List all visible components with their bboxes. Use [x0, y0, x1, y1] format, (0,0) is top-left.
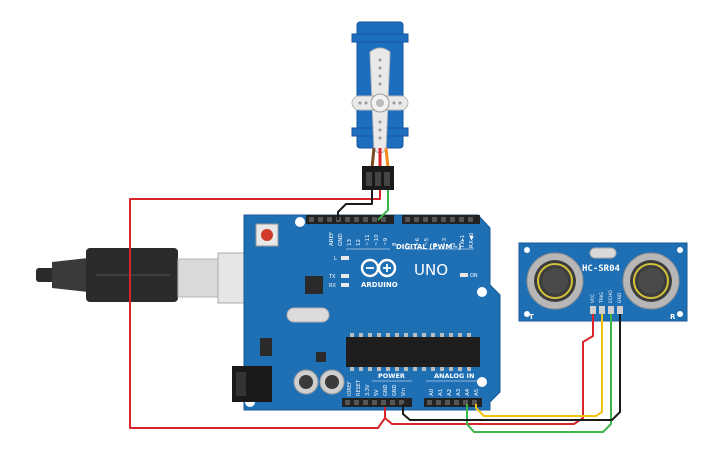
brand-label: ARDUINO — [361, 281, 398, 289]
usb-cable-boot — [52, 258, 88, 292]
sensor-model-label: HC-SR04 — [582, 264, 621, 274]
pin-label: Vin — [401, 388, 407, 396]
pin-label: A1 — [438, 389, 444, 396]
wire-servo-ground — [337, 190, 373, 220]
arduino-logo — [360, 258, 397, 278]
servo-flange-top — [351, 33, 409, 43]
mount-hole — [295, 217, 305, 227]
digital-pin-labels: AREF GND 13 12 ~11 ~10 ~9 8 7 ~6 ~5 4 ~3… — [329, 232, 475, 249]
usb-cable — [36, 248, 257, 304]
pin-label: A4 — [465, 388, 471, 396]
receiver-mark: R — [670, 313, 676, 321]
led-l — [341, 256, 349, 260]
pin-label: ~10 — [374, 234, 380, 246]
led-on-label: ON — [470, 273, 478, 279]
small-chip — [316, 352, 326, 362]
pin-label: 5V — [374, 389, 380, 396]
pin-label: ~3 — [442, 237, 448, 246]
pin-label: VCC — [590, 294, 596, 303]
pin-label: ~5 — [424, 237, 430, 246]
pin-label: TRIG — [599, 292, 605, 304]
led-l-label: L — [334, 256, 337, 262]
reset-button-cap — [261, 229, 273, 241]
usb-cable-strain-relief — [36, 268, 54, 282]
pin-label: ~9 — [383, 237, 389, 246]
pin-label: RX◀0 — [469, 232, 475, 248]
pin-label: ECHO — [608, 290, 614, 303]
pin-label: GND — [617, 292, 623, 303]
analog-header — [424, 398, 482, 407]
pin-label: 12 — [356, 239, 362, 246]
model-label: UNO — [414, 261, 448, 279]
power-pin-labels: IOREF RESET 3.3V 5V GND GND Vin — [347, 379, 407, 396]
pin-label: 3.3V — [365, 384, 371, 396]
ultrasonic-sensor: HC-SR04 T R VCC TRIG ECHO GND — [518, 242, 688, 322]
pin-label: 4 — [433, 242, 439, 246]
led-on — [460, 273, 468, 277]
sensor-pin-labels: VCC TRIG ECHO GND — [590, 290, 623, 304]
wire-sensor-vcc — [384, 314, 594, 425]
pin-label: ~6 — [415, 237, 421, 246]
pin-label: GND — [392, 384, 398, 396]
pin-label: 13 — [347, 239, 353, 246]
crystal — [286, 307, 330, 323]
pin-label: GND — [338, 233, 344, 246]
pin-label: GND — [383, 384, 389, 396]
servo-wire-brown — [370, 147, 376, 169]
wire-sensor-ground — [402, 314, 621, 421]
pin-label: AREF — [329, 232, 335, 246]
atmega-chip — [346, 337, 480, 367]
pin-label: 7 — [406, 242, 412, 246]
pin-label: A0 — [429, 388, 435, 396]
wire-sensor-trig — [475, 314, 603, 417]
mount-hole — [477, 377, 487, 387]
led-tx — [341, 274, 349, 278]
servo-motor — [351, 21, 409, 190]
pin-label: 8 — [392, 242, 398, 246]
pin-label: 2 — [451, 243, 457, 247]
usb-plug-metal — [177, 258, 219, 298]
regulator — [260, 338, 272, 356]
wires — [129, 190, 621, 433]
usb-chip — [305, 276, 323, 294]
arduino-uno-board: AREF GND 13 12 ~11 ~10 ~9 8 7 ~6 ~5 4 ~3… — [232, 214, 501, 411]
pin-label: RESET — [356, 379, 362, 396]
pin-label: A2 — [447, 389, 453, 396]
analog-pin-labels: A0 A1 A2 A3 A4 A5 — [429, 388, 480, 396]
pin-label: IOREF — [347, 381, 353, 396]
wire-servo-signal — [377, 190, 389, 221]
led-tx-label: TX — [328, 274, 336, 280]
led-rx-label: RX — [329, 283, 336, 289]
digital-header-title: DIGITAL (PWM~) — [396, 243, 461, 251]
servo-wire-orange — [384, 147, 390, 169]
transmitter-mark: T — [529, 313, 534, 321]
pin-label: A5 — [474, 388, 480, 396]
pin-label: ~11 — [365, 234, 371, 246]
power-header-title: POWER — [378, 372, 405, 380]
mount-hole — [477, 287, 487, 297]
led-rx — [341, 283, 349, 287]
sensor-crystal — [589, 247, 617, 259]
pin-label: TX▸1 — [460, 235, 466, 249]
pin-label: A3 — [456, 388, 462, 396]
analog-header-title: ANALOG IN — [434, 372, 474, 380]
